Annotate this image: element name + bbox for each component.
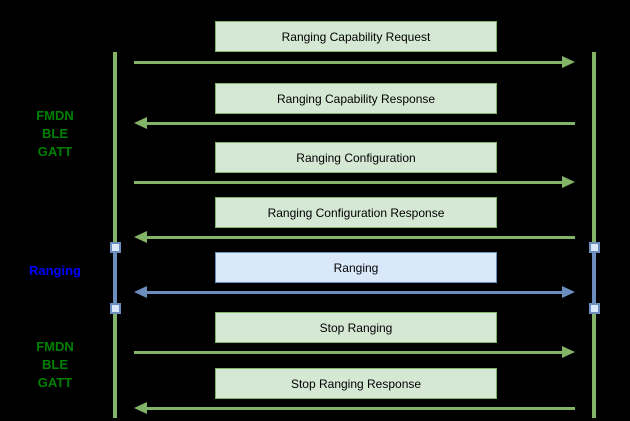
- arrow-shaft: [145, 407, 575, 410]
- activation-marker: [588, 242, 600, 253]
- arrowhead-left-icon: [134, 231, 147, 243]
- lifeline-right: [588, 52, 600, 418]
- phase-line: GATT: [37, 144, 73, 159]
- arrow-shaft: [145, 122, 575, 125]
- message-box-ranging-configuration-response: Ranging Configuration Response: [215, 197, 497, 228]
- phase-line: Ranging: [29, 263, 81, 278]
- arrowhead-left-icon: [134, 117, 147, 129]
- message-label: Ranging: [333, 260, 379, 275]
- message-label: Ranging Configuration Response: [267, 205, 445, 220]
- arrowhead-right-icon: [562, 286, 575, 298]
- arrow-shaft: [134, 351, 564, 354]
- phase-line: FMDN: [36, 108, 74, 123]
- arrow-left: [134, 402, 575, 415]
- lifeline-left-ranging-segment: [113, 247, 117, 310]
- arrow-right: [134, 346, 575, 359]
- arrowhead-right-icon: [562, 176, 575, 188]
- activation-marker: [588, 303, 600, 314]
- arrow-shaft: [145, 291, 564, 294]
- phase-line: GATT: [37, 375, 73, 390]
- arrow-shaft: [134, 61, 564, 64]
- message-box-ranging-capability-request: Ranging Capability Request: [215, 21, 497, 52]
- arrow-shaft: [134, 181, 564, 184]
- phase-line: BLE: [42, 357, 68, 372]
- message-box-ranging-configuration: Ranging Configuration: [215, 142, 497, 173]
- arrowhead-left-icon: [134, 402, 147, 414]
- phase-label-fmdn-ble-gatt-bottom: FMDN BLE GATT: [5, 338, 105, 392]
- message-box-ranging-capability-response: Ranging Capability Response: [215, 83, 497, 114]
- arrow-left: [134, 231, 575, 244]
- phase-line: FMDN: [36, 339, 74, 354]
- phase-line: BLE: [42, 126, 68, 141]
- message-label: Ranging Capability Response: [276, 91, 436, 106]
- message-label: Stop Ranging: [319, 320, 393, 335]
- arrow-right: [134, 56, 575, 69]
- arrowhead-right-icon: [562, 56, 575, 68]
- message-box-stop-ranging-response: Stop Ranging Response: [215, 368, 497, 399]
- phase-label-ranging: Ranging: [5, 262, 105, 280]
- message-label: Stop Ranging Response: [290, 376, 422, 391]
- arrow-right: [134, 176, 575, 189]
- activation-marker: [109, 303, 121, 314]
- arrow-bidirectional: [134, 286, 575, 299]
- message-box-stop-ranging: Stop Ranging: [215, 312, 497, 343]
- activation-marker: [109, 242, 121, 253]
- arrow-shaft: [145, 236, 575, 239]
- arrowhead-left-icon: [134, 286, 147, 298]
- arrowhead-right-icon: [562, 346, 575, 358]
- lifeline-left: [109, 52, 121, 418]
- arrow-left: [134, 117, 575, 130]
- phase-label-fmdn-ble-gatt-top: FMDN BLE GATT: [5, 107, 105, 161]
- lifeline-right-ranging-segment: [592, 247, 596, 310]
- message-label: Ranging Capability Request: [281, 29, 431, 44]
- message-label: Ranging Configuration: [296, 150, 416, 165]
- message-box-ranging: Ranging: [215, 252, 497, 283]
